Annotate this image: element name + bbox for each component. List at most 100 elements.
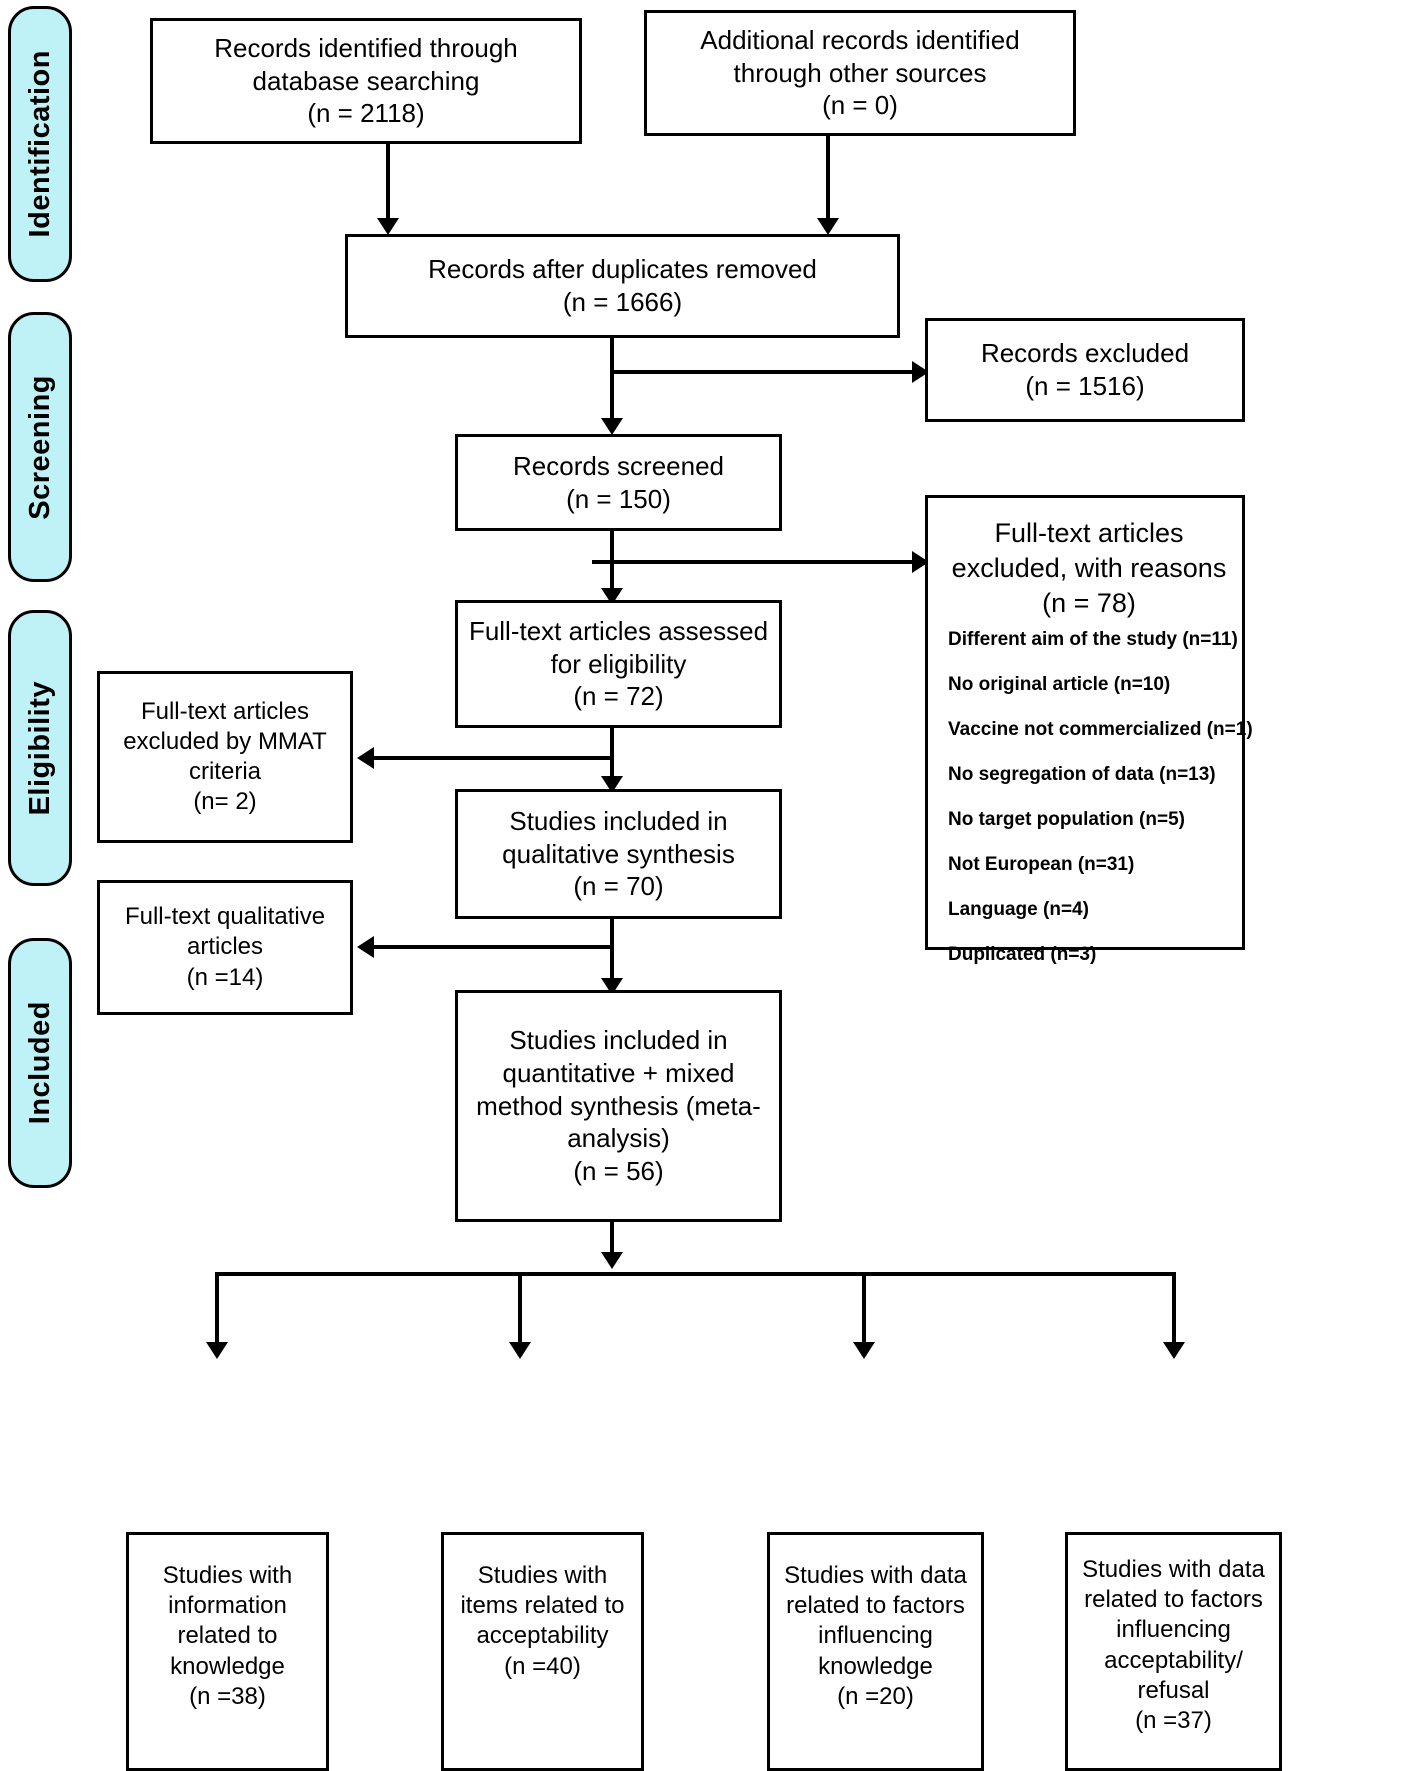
connector-outcome-3-drop <box>862 1272 866 1348</box>
box-fulltext-qual-count: (n =14) <box>186 963 264 991</box>
arrowhead-eligibility-to-qualitative <box>601 776 623 793</box>
arrowhead-quantitative-down <box>601 1252 623 1269</box>
stage-label-included-text: Included <box>23 1001 56 1125</box>
box-records-identified-database-line1: Records identified through <box>214 32 518 63</box>
arrowhead-fulltext-to-reasons <box>912 551 929 573</box>
connector-eligibility-to-qualitative <box>610 728 614 782</box>
stage-label-included: Included <box>8 938 72 1188</box>
box-fulltext-excluded-with-reasons: Full-text articles excluded, with reason… <box>925 495 1253 965</box>
arrowhead-screened-to-excluded <box>912 361 929 383</box>
connector-outcome-2-drop <box>518 1272 522 1348</box>
box-fulltext-assessed-line1: Full-text articles assessed <box>468 615 769 646</box>
connector-quantitative-down <box>610 1222 614 1258</box>
exclusion-reason-item: Language (n=4) <box>948 899 1089 921</box>
connector-qualitative-to-fulltext-qual <box>372 945 612 949</box>
stage-label-eligibility: Eligibility <box>8 610 72 886</box>
exclusion-reason-item: No target population (n=5) <box>948 809 1185 831</box>
arrowhead-db-to-duplicates <box>377 218 399 235</box>
box-qualitative-count: (n = 70) <box>573 871 664 902</box>
box-records-after-duplicates: Records after duplicates removed (n = 16… <box>345 234 900 338</box>
box-fulltext-excluded-line1: Full-text articles <box>994 518 1184 548</box>
box-outcome-4-line3: influencing <box>1116 1616 1231 1644</box>
box-outcome-1-line3: related to <box>177 1622 278 1650</box>
box-fulltext-assessed-eligibility: Full-text articles assessed for eligibil… <box>455 600 782 728</box>
box-outcome-1-line4: knowledge <box>170 1652 285 1680</box>
arrowhead-duplicates-to-screened <box>601 418 623 435</box>
arrowhead-other-to-duplicates <box>817 218 839 235</box>
arrowhead-outcome-2 <box>509 1342 531 1359</box>
box-records-after-duplicates-line1: Records after duplicates removed <box>428 254 817 285</box>
box-outcome-3-line4: knowledge <box>818 1652 933 1680</box>
connector-qualitative-to-quantitative <box>610 919 614 984</box>
box-outcome-factors-knowledge: Studies with data related to factors inf… <box>767 1532 984 1771</box>
exclusion-reason-item: No segregation of data (n=13) <box>948 764 1216 786</box>
stage-label-screening-text: Screening <box>23 374 56 520</box>
connector-outcome-1-drop <box>215 1272 219 1348</box>
box-outcome-2-line3: acceptability <box>476 1622 609 1650</box>
connector-screened-to-excluded <box>610 370 920 374</box>
box-additional-records-line1: Additional records identified <box>700 24 1020 55</box>
box-outcome-acceptability-items: Studies with items related to acceptabil… <box>441 1532 644 1771</box>
arrowhead-outcome-4 <box>1163 1342 1185 1359</box>
box-fulltext-qual-line2: articles <box>186 933 264 961</box>
box-outcome-3-line2: related to factors <box>786 1592 965 1620</box>
box-outcome-factors-acceptability-refusal: Studies with data related to factors inf… <box>1065 1532 1282 1771</box>
arrowhead-eligibility-to-mmat <box>357 747 374 769</box>
box-outcome-1-line2: information <box>168 1592 287 1620</box>
box-fulltext-qual-line1: Full-text qualitative <box>124 903 326 931</box>
connector-outcomes-distribution-bar <box>215 1272 1175 1276</box>
box-outcome-3-line3: influencing <box>818 1622 933 1650</box>
connector-fulltext-to-reasons <box>592 560 920 564</box>
box-outcome-3-line1: Studies with data <box>784 1562 967 1589</box>
connector-eligibility-to-mmat <box>372 756 612 760</box>
box-quantitative-count: (n = 56) <box>573 1156 664 1187</box>
stage-label-screening: Screening <box>8 312 72 582</box>
box-outcome-4-line5: refusal <box>1137 1676 1210 1704</box>
box-quantitative-line2: quantitative + mixed <box>502 1057 735 1088</box>
box-outcome-4-line1: Studies with data <box>1082 1556 1265 1583</box>
box-records-screened-line1: Records screened <box>513 450 724 481</box>
box-outcome-2-count: (n =40) <box>504 1652 581 1680</box>
box-records-identified-database-line2: database searching <box>252 65 480 96</box>
box-qualitative-line1: Studies included in <box>509 805 728 836</box>
box-outcome-knowledge-information: Studies with information related to know… <box>126 1532 329 1771</box>
box-records-screened-count: (n = 150) <box>566 483 671 514</box>
connector-outcome-4-drop <box>1172 1272 1176 1348</box>
box-studies-quantitative-synthesis: Studies included in quantitative + mixed… <box>455 990 782 1222</box>
arrowhead-outcome-1 <box>206 1342 228 1359</box>
arrowhead-outcome-3 <box>853 1342 875 1359</box>
box-mmat-line1: Full-text articles <box>140 697 310 725</box>
box-records-excluded-count: (n = 1516) <box>1025 371 1145 401</box>
box-quantitative-line3: method synthesis (meta- <box>476 1090 761 1121</box>
box-qualitative-line2: qualitative synthesis <box>502 838 735 869</box>
box-records-excluded-line1: Records excluded <box>980 338 1190 369</box>
box-fulltext-excluded-line2: excluded, with reasons <box>951 553 1227 584</box>
exclusion-reason-item: No original article (n=10) <box>948 674 1171 696</box>
box-outcome-2-line2: items related to <box>460 1592 625 1620</box>
box-fulltext-assessed-line2: for eligibility <box>550 648 687 679</box>
box-mmat-line2: excluded by MMAT <box>123 727 327 755</box>
stage-label-eligibility-text: Eligibility <box>23 680 56 816</box>
box-fulltext-excluded-heading: Full-text articles excluded, with reason… <box>948 516 1230 621</box>
box-fulltext-assessed-count: (n = 72) <box>573 681 664 712</box>
box-records-identified-database-count: (n = 2118) <box>307 98 425 129</box>
connector-db-to-duplicates <box>386 144 390 222</box>
box-quantitative-line1: Studies included in <box>509 1025 728 1056</box>
arrowhead-qualitative-to-fulltext-qual <box>357 936 374 958</box>
exclusion-reason-item: Different aim of the study (n=11) <box>948 629 1238 651</box>
box-fulltext-excluded-mmat: Full-text articles excluded by MMAT crit… <box>97 671 353 843</box>
box-outcome-3-count: (n =20) <box>837 1682 914 1710</box>
stage-label-identification-text: Identification <box>23 50 56 238</box>
box-fulltext-excluded-count: (n = 78) <box>1042 588 1136 619</box>
stage-label-identification: Identification <box>8 6 72 282</box>
connector-duplicates-to-screened <box>610 338 614 422</box>
box-additional-records-other-sources: Additional records identified through ot… <box>644 10 1076 136</box>
box-outcome-1-line1: Studies with <box>162 1562 293 1589</box>
exclusion-reason-item: Not European (n=31) <box>948 854 1135 876</box>
exclusion-reason-item: Duplicated (n=3) <box>948 944 1097 966</box>
box-additional-records-line2: through other sources <box>733 57 987 88</box>
box-records-identified-database: Records identified through database sear… <box>150 18 582 144</box>
box-outcome-1-count: (n =38) <box>189 1682 266 1710</box>
connector-other-to-duplicates <box>826 136 830 222</box>
box-studies-qualitative-synthesis: Studies included in qualitative synthesi… <box>455 789 782 919</box>
